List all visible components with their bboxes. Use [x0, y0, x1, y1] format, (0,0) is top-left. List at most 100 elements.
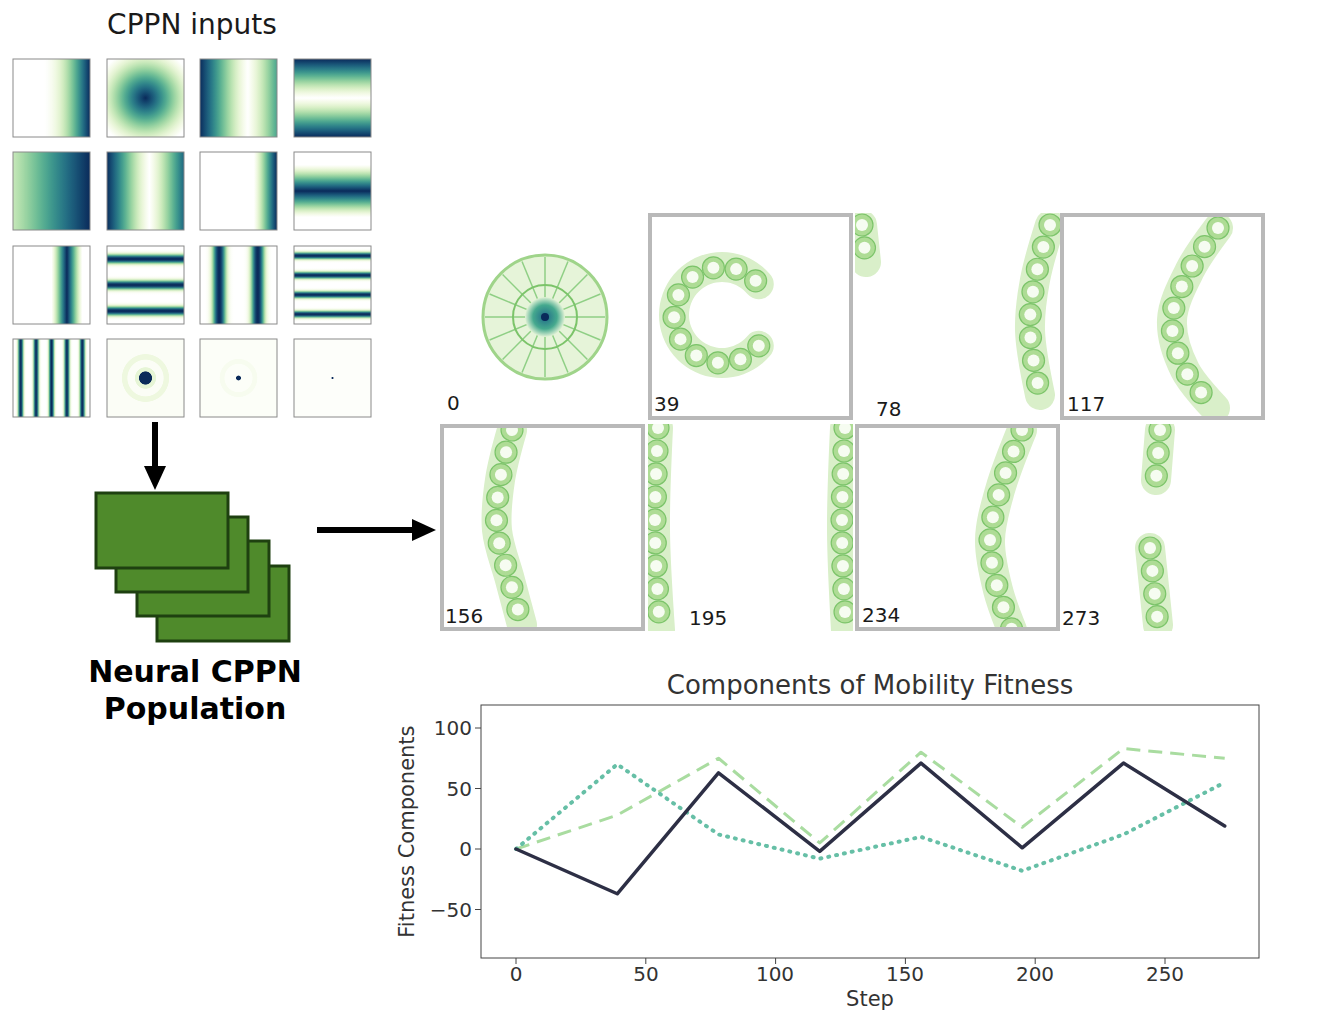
x-tick-label: 100	[740, 962, 810, 986]
input-pattern	[107, 339, 184, 417]
cell	[1039, 214, 1060, 236]
cell-core	[837, 468, 849, 480]
cell-core	[753, 340, 765, 352]
input-pattern	[13, 59, 90, 137]
cell-core	[653, 606, 665, 618]
cell	[831, 509, 853, 531]
blob-ray	[490, 323, 531, 340]
cell	[1194, 236, 1216, 258]
cell-core	[651, 583, 663, 595]
cell	[1176, 363, 1198, 385]
cell-core	[836, 537, 848, 549]
cell-core	[1000, 467, 1012, 479]
cell	[834, 424, 853, 439]
y-tick	[475, 788, 481, 789]
cell-core	[838, 445, 850, 457]
input-pattern	[294, 59, 371, 137]
cell-core	[668, 311, 680, 323]
y-tick	[475, 728, 481, 729]
frame-highlight	[857, 426, 1058, 629]
cell-core	[493, 537, 505, 549]
cell	[1003, 440, 1025, 462]
cell	[490, 464, 512, 486]
cell	[488, 532, 510, 554]
cell-core	[649, 514, 661, 526]
axis-title: Fitness Components	[395, 702, 420, 962]
cell-core	[836, 514, 848, 526]
line-chart	[475, 705, 1259, 964]
cell	[495, 441, 517, 463]
input-pattern	[294, 152, 371, 230]
arrow-head	[144, 466, 166, 490]
cell	[1167, 342, 1189, 364]
cell	[663, 306, 685, 328]
cell	[992, 596, 1014, 618]
cell-core	[1044, 219, 1056, 231]
cell-core	[1181, 368, 1193, 380]
cell-core	[675, 333, 687, 345]
cell	[745, 270, 767, 292]
cell-core	[649, 537, 661, 549]
cell-core	[1212, 222, 1224, 234]
cell-core	[993, 489, 1005, 501]
cell-core	[1024, 332, 1036, 344]
cell-core	[1154, 424, 1166, 436]
cell	[1161, 320, 1183, 342]
flow-arrow	[317, 519, 436, 541]
input-pattern	[200, 246, 277, 324]
cell	[707, 352, 729, 374]
cell-core	[1028, 354, 1040, 366]
cell	[648, 424, 669, 439]
cell	[1149, 424, 1171, 441]
cell-core	[1032, 377, 1044, 389]
network-card	[96, 493, 228, 568]
solid-series	[516, 763, 1225, 894]
cell	[1144, 583, 1166, 605]
cell-core	[730, 263, 742, 275]
cell	[1163, 297, 1185, 319]
blob-center	[541, 313, 549, 321]
cell-core	[997, 601, 1009, 613]
cell	[831, 486, 853, 508]
cell	[648, 601, 670, 623]
cell	[1207, 217, 1229, 239]
cell-core	[490, 514, 502, 526]
x-tick-label: 50	[611, 962, 681, 986]
cell	[1190, 382, 1212, 404]
cell-core	[652, 424, 664, 434]
panel-title: Components of Mobility Fitness	[481, 670, 1259, 701]
cell	[833, 440, 853, 462]
cell	[834, 601, 853, 623]
cell-core	[1146, 565, 1158, 577]
cell-core	[650, 560, 662, 572]
cell-core	[836, 491, 848, 503]
cell	[487, 486, 509, 508]
cell	[832, 463, 853, 485]
block-label: Neural CPPN Population	[75, 653, 315, 727]
cell	[855, 237, 875, 259]
cell-core	[712, 357, 724, 369]
cell-core	[650, 468, 662, 480]
cell	[1019, 327, 1041, 349]
cell-core	[987, 511, 999, 523]
cell	[495, 554, 517, 576]
input-panel: CPPN inputs	[8, 5, 378, 422]
chart-panel: Components of Mobility Fitness	[481, 668, 1261, 960]
cppn-input-grid	[13, 59, 371, 417]
cell-core	[492, 491, 504, 503]
cell	[748, 335, 770, 357]
cell	[485, 509, 507, 531]
cell	[986, 574, 1008, 596]
cell-core	[1172, 347, 1184, 359]
cell-core	[687, 271, 699, 283]
cell	[1026, 258, 1048, 280]
input-pattern	[107, 59, 184, 137]
x-tick-label: 0	[481, 962, 551, 986]
cell	[1145, 465, 1167, 487]
cell	[648, 486, 666, 508]
cell	[855, 214, 873, 236]
cell	[648, 578, 668, 600]
step-number: 78	[876, 397, 901, 421]
